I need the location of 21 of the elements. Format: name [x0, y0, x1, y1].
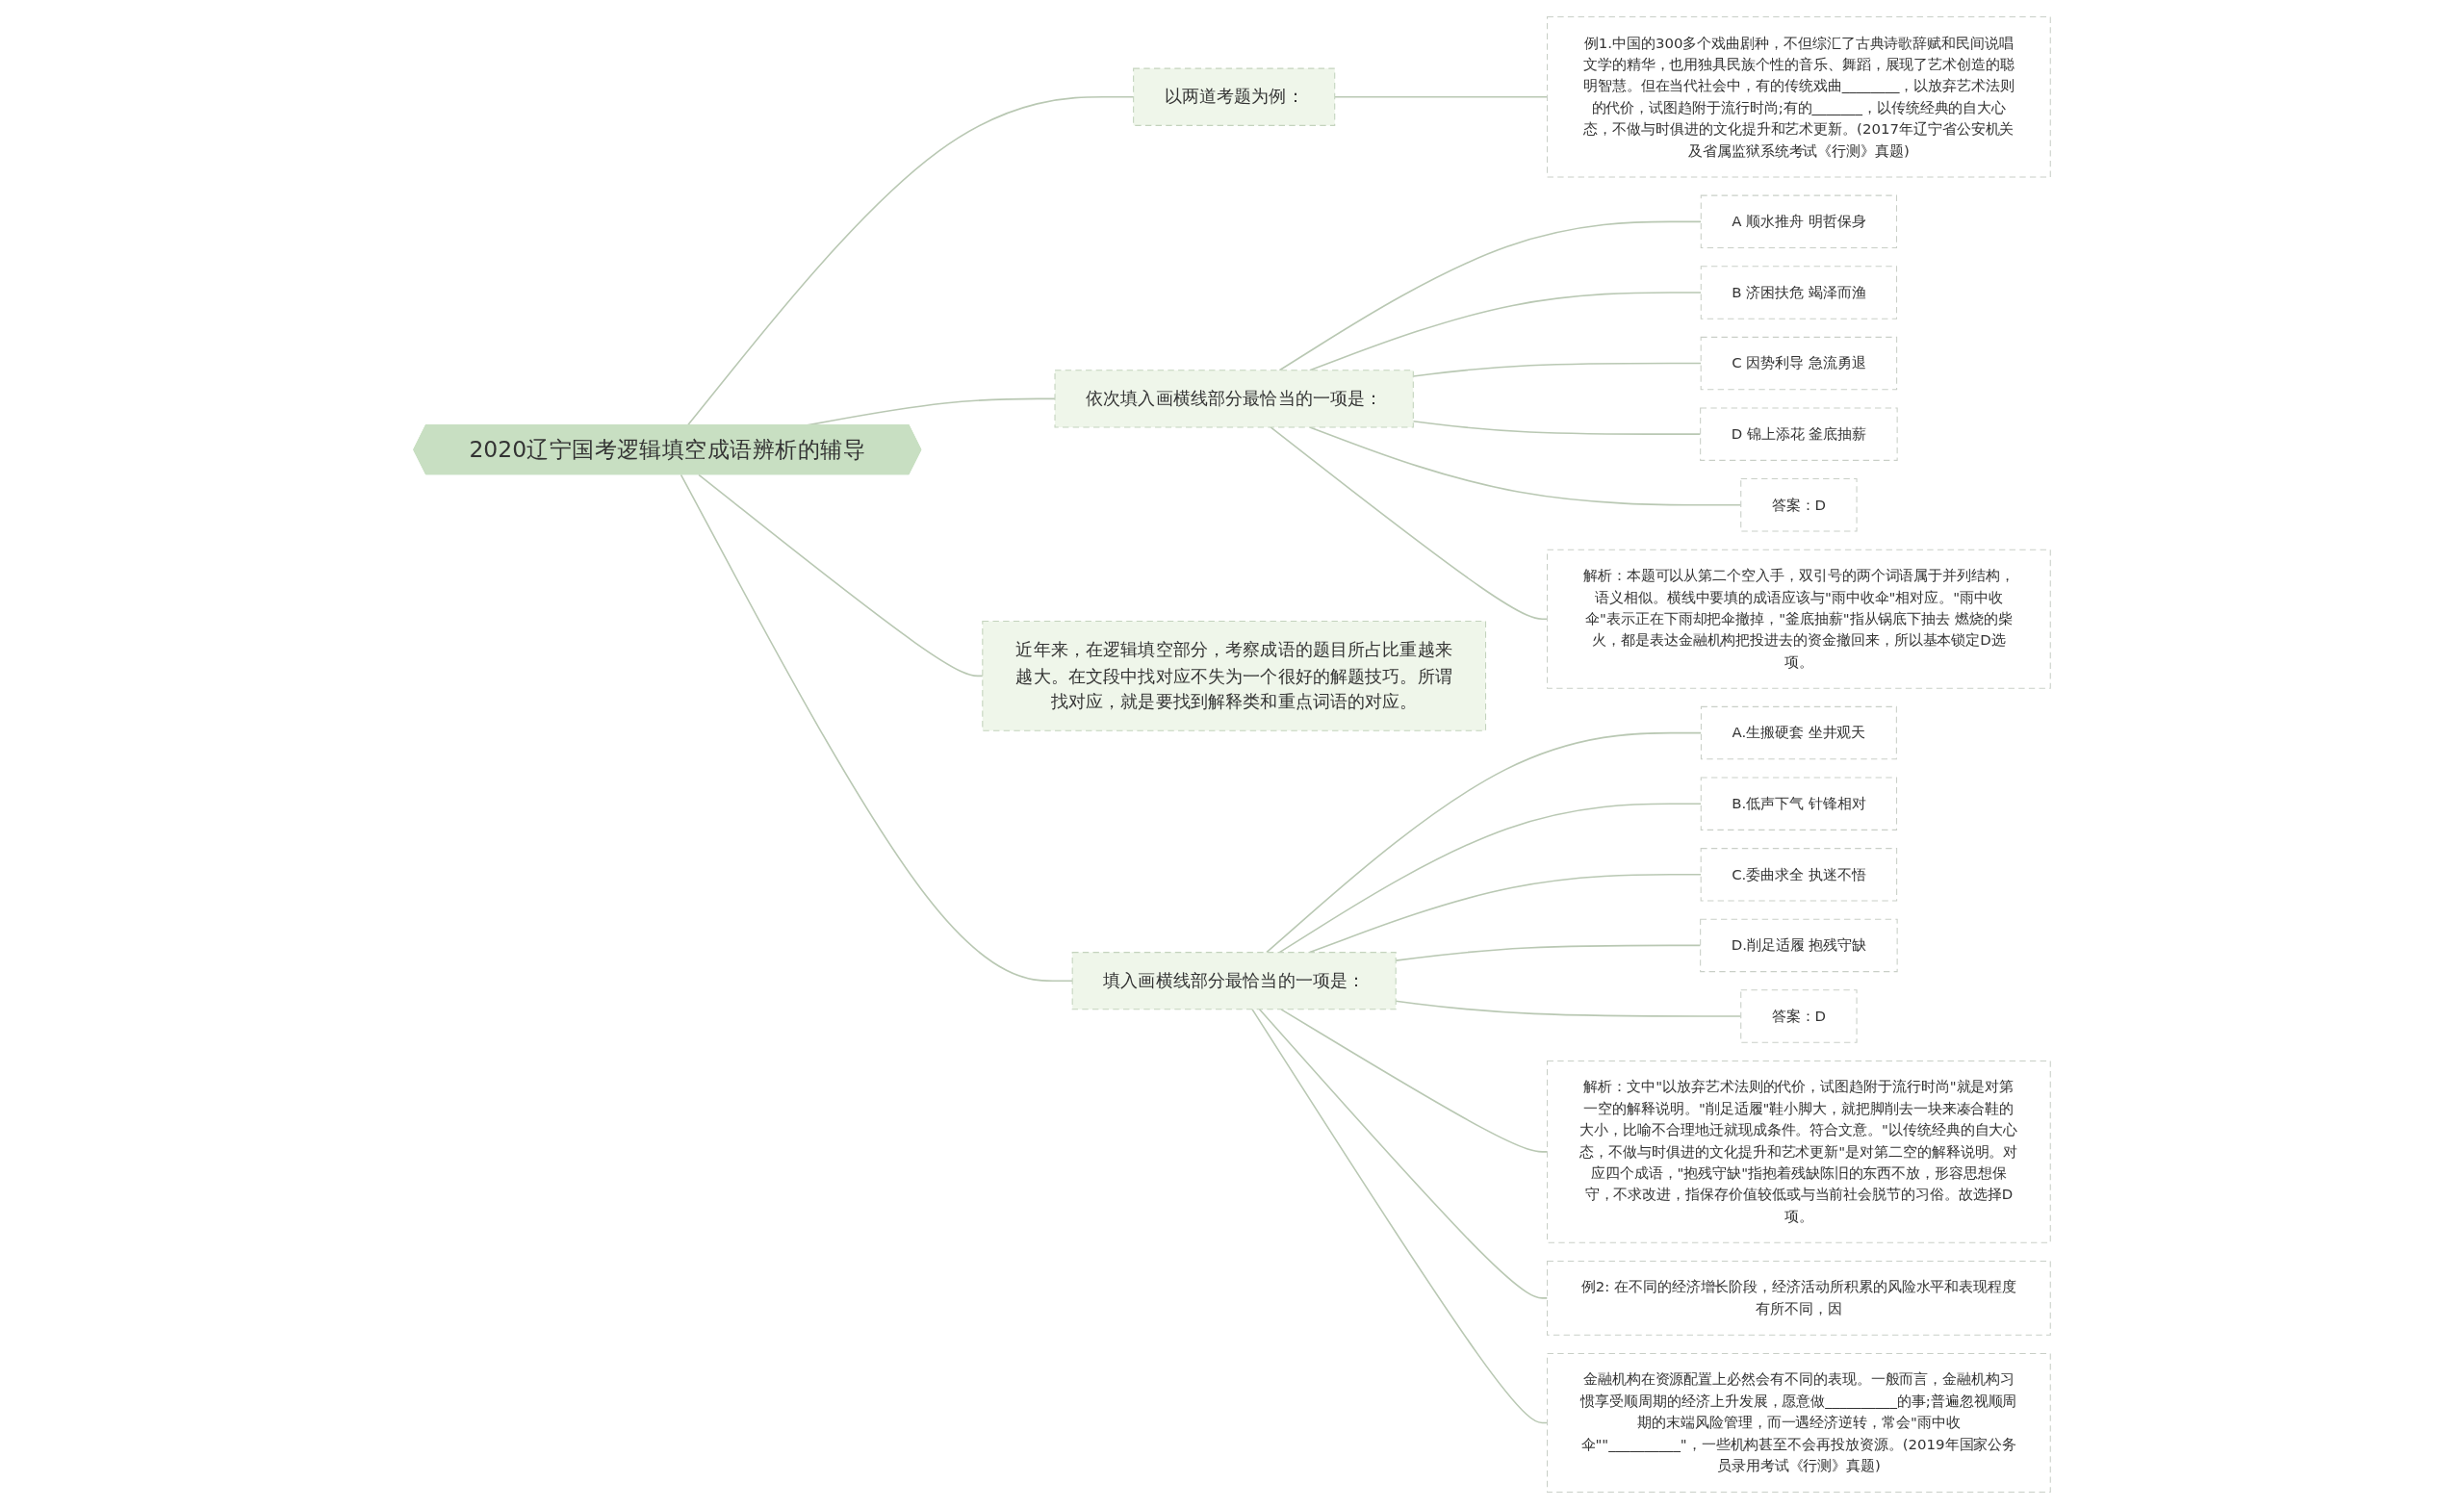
node-box: 例2: 在不同的经济增长阶段，经济活动所积累的风险水平和表现程度有所不同，因	[1547, 1260, 2051, 1336]
node-box: 答案：D	[1740, 477, 1858, 531]
node-box: C.委曲求全 执迷不悟	[1700, 847, 1898, 902]
node-box: 近年来，在逻辑填空部分，考察成语的题目所占比重越来越大。在文段中找对应不失为一个很好的解题技巧。所谓找对应，就是要找到解释类和重点词语的对应。	[982, 620, 1487, 731]
node-box: D.削足适履 抱残守缺	[1700, 918, 1898, 972]
node-box: 例1.中国的300多个戏曲剧种，不但综汇了古典诗歌辞赋和民间说唱文学的精华，也用独具民族个性的音乐、舞蹈，展现了艺术创造的聪明智慧。但在当代社会中，有的传统戏曲________，以放弃艺术法则的代价，试图趋附于流行时尚;有的_______，以传统经典的自大心态，不做与时俱进的文化提升和艺术更新。(2017年辽宁省公安机关及省属监狱系统考试《行测》真题)	[1547, 15, 2051, 177]
node-box: 答案：D	[1740, 988, 1858, 1043]
node-box: B 济困扶危 竭泽而渔	[1700, 265, 1898, 319]
node-box: A.生搬硬套 坐井观天	[1700, 705, 1897, 759]
node-box: 依次填入画横线部分最恰当的一项是：	[1054, 369, 1414, 427]
connector	[680, 473, 1073, 982]
node-box: A 顺水推舟 明哲保身	[1700, 194, 1898, 248]
node-box: B.低声下气 针锋相对	[1700, 776, 1898, 831]
node-box: 金融机构在资源配置上必然会有不同的表现。一般而言，金融机构习惯享受顺周期的经济上升发展，愿意做__________的事;普遍忽视顺周期的末端风险管理，而一遇经济逆转，常会"雨中收伞""__________"，一些机构甚至不会再投放资源。(2019年国家公务员录用考试《行测》真题)	[1547, 1352, 2051, 1493]
connector	[1309, 873, 1702, 953]
node-box: 填入画横线部分最恰当的一项是：	[1071, 951, 1397, 1010]
node-box: D 锦上添花 釜底抽薪	[1700, 406, 1898, 461]
node-box: 以两道考题为例：	[1133, 67, 1336, 126]
node-box: 解析：文中"以放弃艺术法则的代价，试图趋附于流行时尚"就是对第一空的解释说明。"削足适履"鞋小脚大，就把脚削去一块来凑合鞋的大小，比喻不合理地迁就现成条件。符合文意。"以传统经典的自大心态，不做与时俱进的文化提升和艺术更新"是对第二空的解释说明。对应四个成语，"抱残守缺"指抱着残缺陈旧的东西不放，形容思想保守，不求改进，指保存价值较低或与当前社会脱节的习俗。故选择D项。	[1547, 1060, 2051, 1243]
node-box: 解析：本题可以从第二个空入手，双引号的两个词语属于并列结构，语义相似。横线中要填的成语应该与"雨中收伞"相对应。"雨中收伞"表示正在下雨却把伞撤掉，"釜底抽薪"指从锅底下抽去 燃烧的柴火，都是表达金融机构把投进去的资金撤回来，所以基本锁定D选项。	[1547, 549, 2051, 689]
node-box: C 因势利导 急流勇退	[1700, 336, 1898, 390]
